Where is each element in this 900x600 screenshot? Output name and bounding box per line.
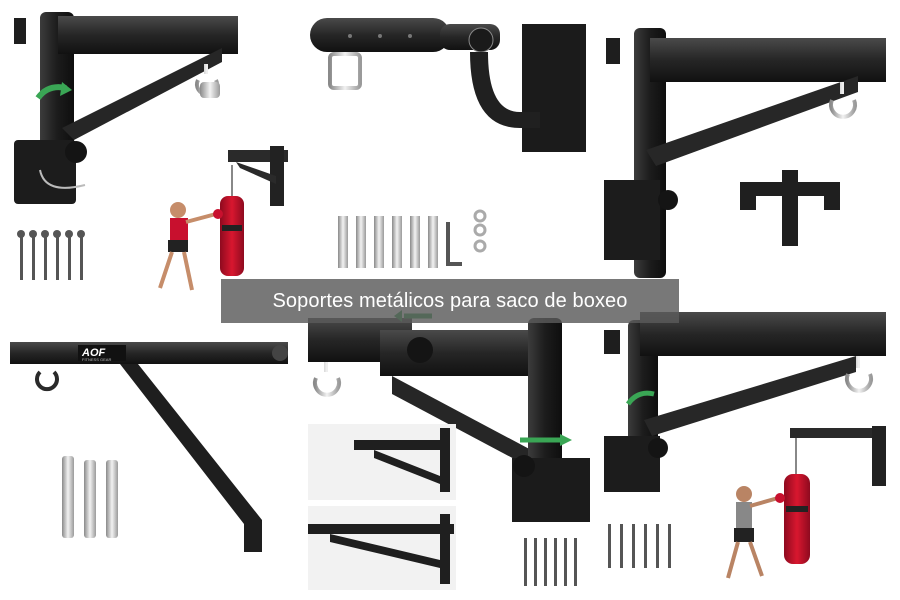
bracket-adjustable-top-center [310,18,586,152]
bracket-aof-bar: AOF FITNESS GEAR [10,342,288,552]
boxer-man-with-bag [726,426,886,579]
bracket-swivel-bottom-right [604,312,886,492]
bracket-swivel-bottom-center [308,310,590,522]
caption-text: Soportes metálicos para saco de boxeo [272,289,628,312]
brand-logo-sub: FITNESS GEAR [82,357,111,362]
anchor-bolts-center [338,200,552,284]
anchor-bolts-bottom-left [62,456,118,538]
brand-logo-main: AOF [81,347,106,359]
screw-set-bottom-center [524,538,577,586]
bracket-mini-cross [740,170,840,246]
caption-banner: Soportes metálicos para saco de boxeo [221,279,679,323]
bracket-swivel-top-right [604,28,886,278]
boxer-woman-with-bag [158,146,288,291]
thumbnail-side-view-bottom [308,506,456,590]
screw-set-bottom-right [608,524,671,568]
screw-set-top-left [17,230,85,280]
bracket-swivel-top-left [14,12,238,204]
thumbnail-side-view-top [308,424,456,500]
